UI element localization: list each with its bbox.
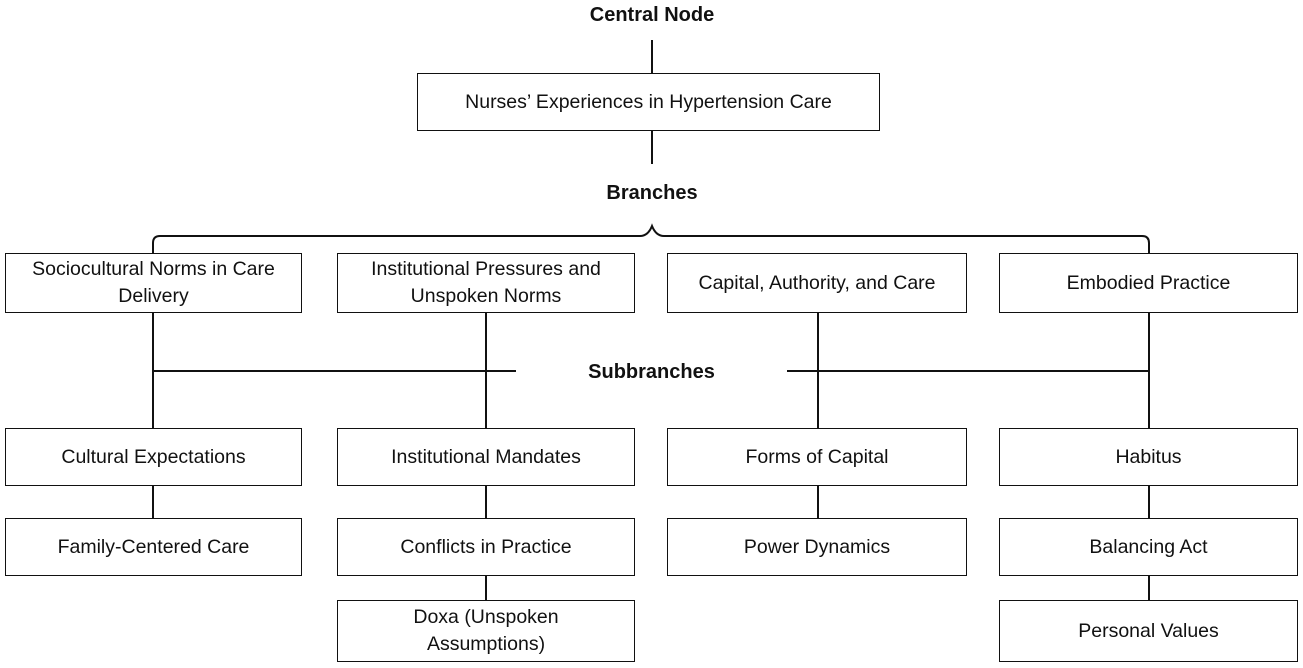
subbranch-conflicts-in-practice: Conflicts in Practice: [337, 518, 635, 576]
subbranch-label: Personal Values: [1078, 619, 1219, 642]
subbranch-label: Cultural Expectations: [61, 445, 246, 468]
subbranch-balancing-act: Balancing Act: [999, 518, 1298, 576]
subbranch-power-dynamics: Power Dynamics: [667, 518, 967, 576]
central-node-text: Nurses’ Experiences in Hypertension Care: [465, 90, 832, 113]
subbranch-label: Power Dynamics: [743, 535, 891, 558]
branch-node-sociocultural: Sociocultural Norms in Care Delivery: [5, 253, 302, 313]
branch-brace: [152, 223, 1150, 253]
central-node: Nurses’ Experiences in Hypertension Care: [417, 73, 880, 131]
subbranch-label: Doxa (Unspoken Assumptions): [413, 606, 559, 655]
branch-node-capital: Capital, Authority, and Care: [667, 253, 967, 313]
branch-label: Sociocultural Norms in Care Delivery: [32, 258, 275, 307]
branch-node-embodied: Embodied Practice: [999, 253, 1298, 313]
subbranch-label: Balancing Act: [1089, 535, 1208, 558]
subbranch-forms-of-capital: Forms of Capital: [667, 428, 967, 486]
subbranch-doxa: Doxa (Unspoken Assumptions): [337, 600, 635, 662]
subbranch-label: Family-Centered Care: [57, 535, 250, 558]
subbranch-habitus: Habitus: [999, 428, 1298, 486]
subbranch-institutional-mandates: Institutional Mandates: [337, 428, 635, 486]
subbranch-label: Conflicts in Practice: [400, 535, 572, 558]
branch-label: Institutional Pressures and Unspoken Nor…: [371, 258, 601, 307]
subbranch-label: Habitus: [1115, 445, 1182, 468]
subbranch-label: Institutional Mandates: [391, 445, 581, 468]
branch-label: Embodied Practice: [1066, 271, 1231, 294]
branch-label: Capital, Authority, and Care: [698, 271, 936, 294]
branches-label: Branches: [606, 182, 698, 204]
subbranch-cultural-expectations: Cultural Expectations: [5, 428, 302, 486]
central-node-label: Central Node: [589, 4, 715, 26]
subbranch-label: Forms of Capital: [745, 445, 889, 468]
branch-node-institutional: Institutional Pressures and Unspoken Nor…: [337, 253, 635, 313]
subbranch-family-centered-care: Family-Centered Care: [5, 518, 302, 576]
subbranches-label: Subbranches: [588, 361, 715, 383]
subbranch-personal-values: Personal Values: [999, 600, 1298, 662]
